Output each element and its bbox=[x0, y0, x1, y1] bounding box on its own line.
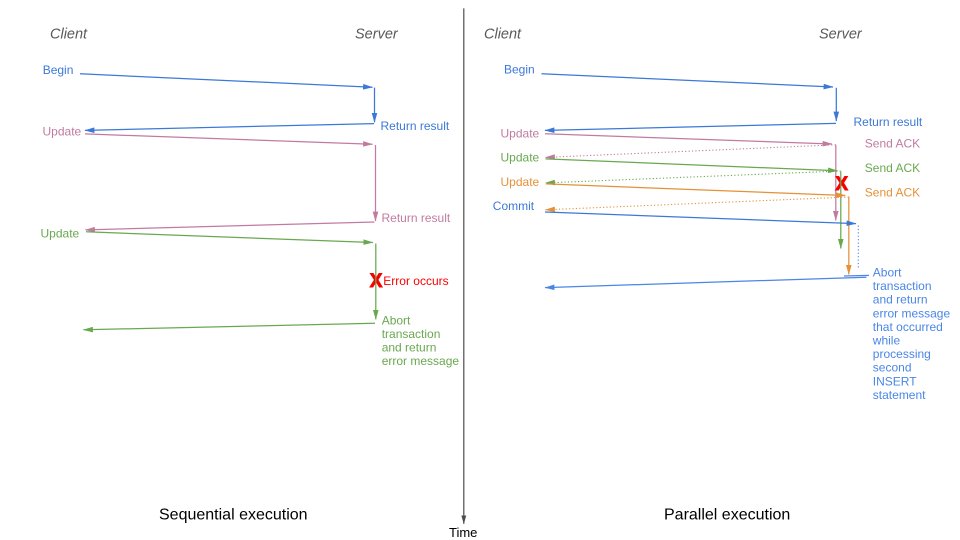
svg-text:Send ACK: Send ACK bbox=[865, 161, 920, 175]
svg-text:and return: and return bbox=[873, 293, 928, 307]
svg-text:Abort: Abort bbox=[873, 266, 902, 280]
svg-text:Update: Update bbox=[501, 151, 540, 165]
svg-text:Update: Update bbox=[41, 227, 80, 241]
svg-text:transaction: transaction bbox=[382, 327, 441, 341]
svg-text:Client: Client bbox=[50, 26, 88, 42]
svg-text:Server: Server bbox=[355, 26, 399, 42]
svg-text:INSERT: INSERT bbox=[873, 374, 917, 388]
svg-text:processing: processing bbox=[873, 347, 931, 361]
svg-text:Return result: Return result bbox=[854, 115, 923, 129]
svg-text:Error occurs: Error occurs bbox=[383, 274, 448, 288]
svg-text:Return result: Return result bbox=[382, 211, 451, 225]
svg-text:X: X bbox=[835, 174, 848, 195]
svg-text:Sequential execution: Sequential execution bbox=[159, 507, 308, 524]
svg-text:that occurred: that occurred bbox=[873, 320, 943, 334]
svg-text:Begin: Begin bbox=[504, 63, 535, 77]
svg-text:Time: Time bbox=[449, 525, 477, 540]
svg-text:Update: Update bbox=[43, 124, 82, 138]
svg-text:Update: Update bbox=[501, 127, 540, 141]
svg-text:Send ACK: Send ACK bbox=[865, 185, 920, 199]
svg-text:Return result: Return result bbox=[381, 119, 450, 133]
svg-text:Client: Client bbox=[484, 26, 522, 42]
svg-text:error message: error message bbox=[382, 354, 460, 368]
svg-text:and return: and return bbox=[382, 341, 437, 355]
svg-text:Parallel execution: Parallel execution bbox=[664, 507, 790, 524]
svg-text:Abort: Abort bbox=[382, 313, 411, 327]
svg-text:second: second bbox=[873, 361, 912, 375]
svg-text:error message: error message bbox=[873, 306, 951, 320]
svg-text:Commit: Commit bbox=[493, 199, 535, 213]
svg-text:Server: Server bbox=[819, 26, 863, 42]
svg-text:statement: statement bbox=[873, 388, 926, 402]
svg-text:transaction: transaction bbox=[873, 279, 932, 293]
svg-text:Send ACK: Send ACK bbox=[865, 136, 920, 150]
svg-text:while: while bbox=[872, 334, 901, 348]
svg-text:Begin: Begin bbox=[43, 63, 74, 77]
svg-text:Update: Update bbox=[501, 175, 540, 189]
